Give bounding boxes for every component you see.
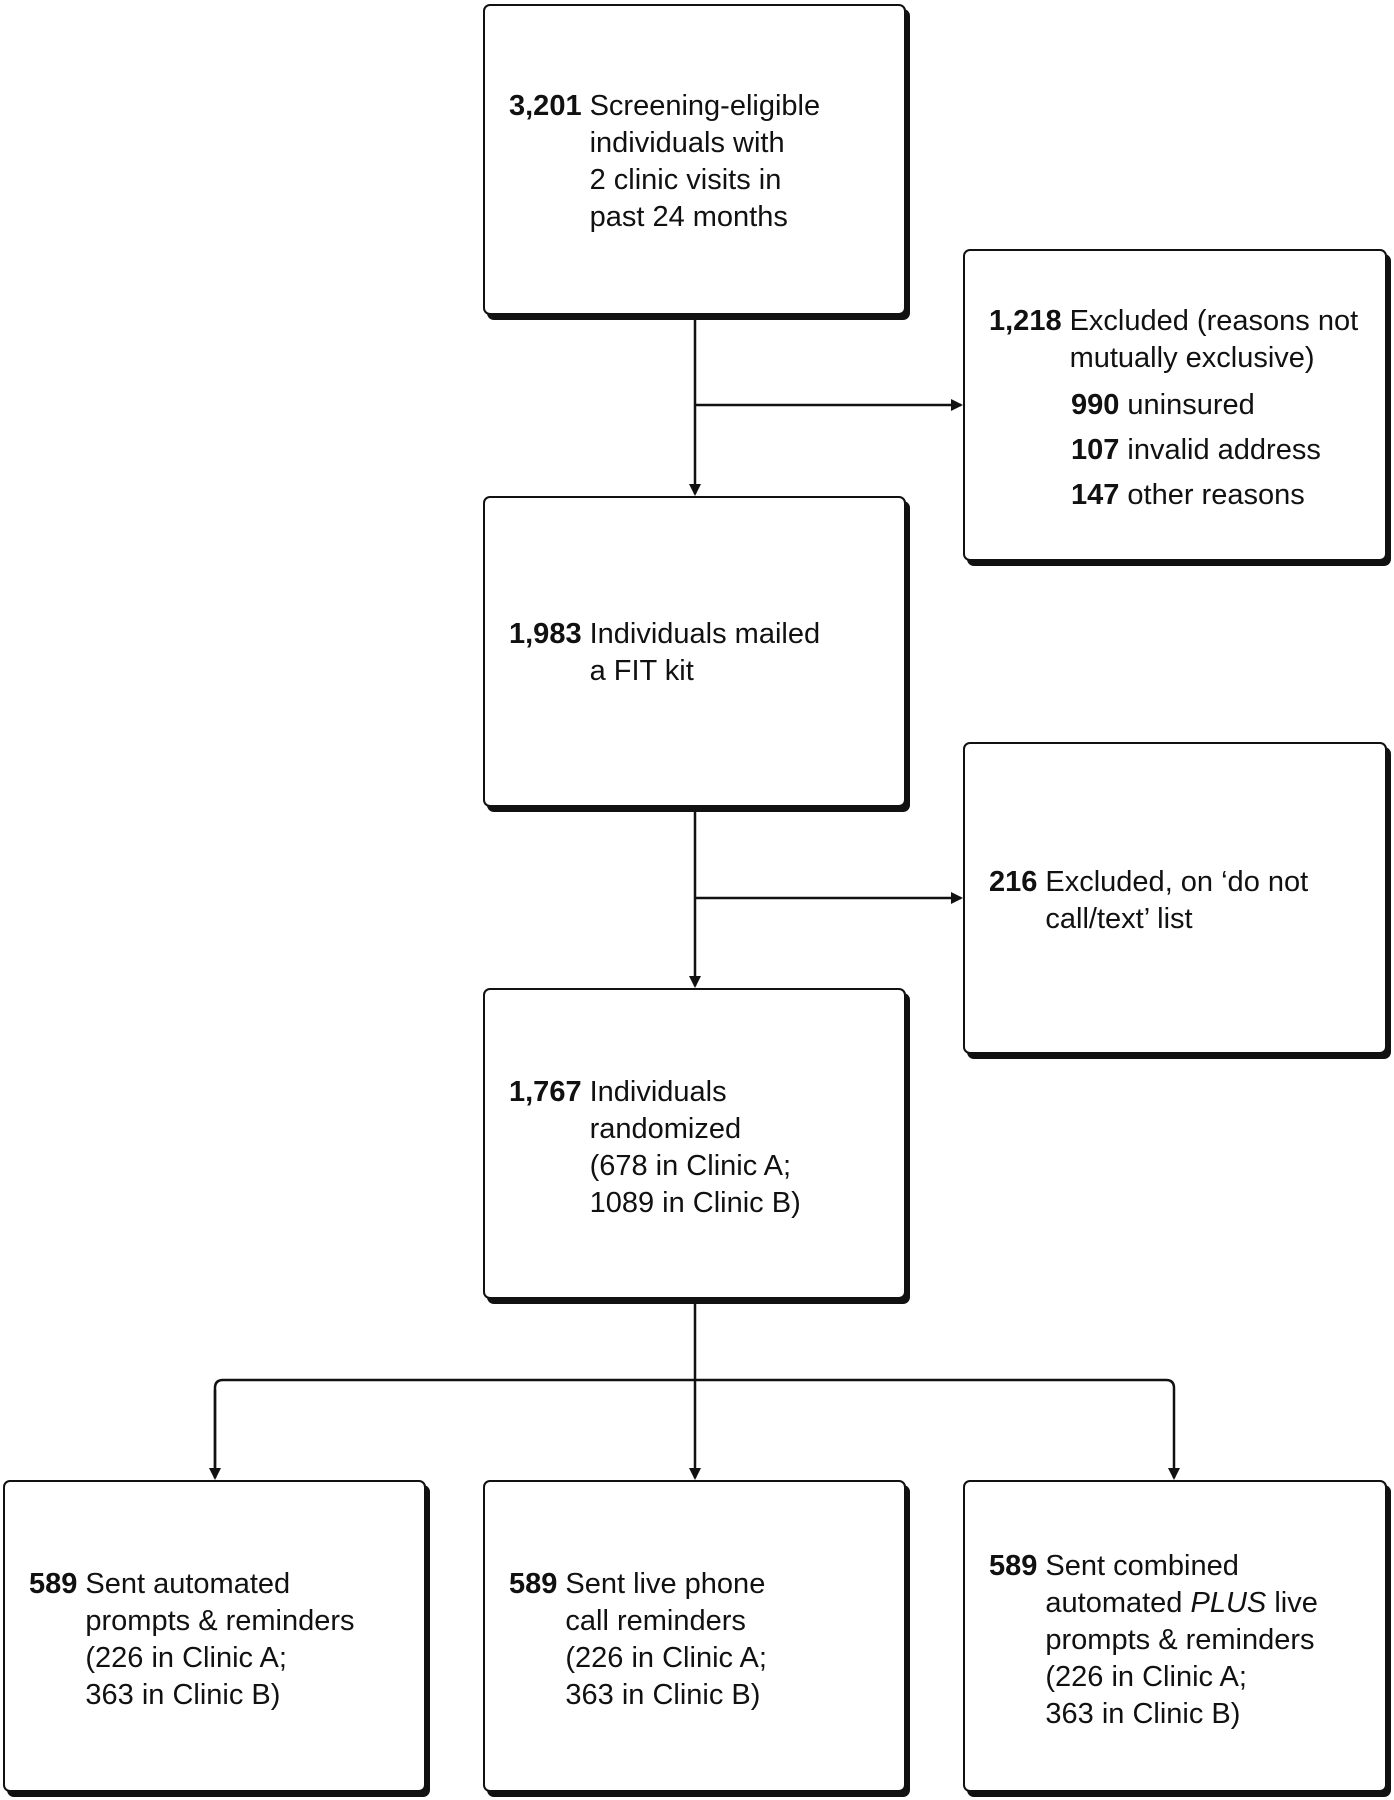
excluded1-count: 1,218 [989, 305, 1062, 337]
mailed-line-1: Individuals mailed [589, 618, 821, 650]
randomized-line-4: 1089 in Clinic B) [589, 1187, 801, 1219]
excluded2-count: 216 [989, 866, 1038, 898]
reason-count: 147 [1071, 479, 1120, 511]
excluded2-line-2: call/text’ list [1045, 903, 1193, 935]
randomized-count: 1,767 [509, 1076, 582, 1108]
box-arm-automated: 589 Sent automated prompts & reminders (… [3, 1480, 426, 1792]
box-mailed: 1,983 Individuals mailed a FIT kit [483, 496, 906, 807]
reason-count: 990 [1071, 389, 1120, 421]
arm-combined-line-5: 363 in Clinic B) [1045, 1698, 1241, 1730]
box-arm-combined: 589 Sent combined automated PLUS live pr… [963, 1480, 1387, 1792]
reason-label: uninsured [1127, 389, 1255, 421]
eligible-count: 3,201 [509, 90, 582, 122]
excluded2-line-1: Excluded, on ‘do not [1045, 866, 1309, 898]
arm-combined-line-2-post: live [1266, 1587, 1318, 1619]
box-arm-live: 589 Sent live phone call reminders (226 … [483, 1480, 906, 1792]
arm-automated-line-4: 363 in Clinic B) [85, 1679, 281, 1711]
arm-combined-line-3: prompts & reminders [1045, 1624, 1315, 1656]
excluded1-line-2: mutually exclusive) [1069, 342, 1315, 374]
eligible-line-4: past 24 months [589, 201, 788, 233]
box-excluded-1: 1,218 Excluded (reasons not mutually exc… [963, 249, 1387, 561]
arm-combined-count: 589 [989, 1550, 1038, 1582]
arm-automated-count: 589 [29, 1568, 78, 1600]
box-eligible: 3,201 Screening-eligible individuals wit… [483, 4, 906, 315]
arm-live-line-2: call reminders [565, 1605, 746, 1637]
randomized-line-1: Individuals [589, 1076, 727, 1108]
arm-automated-line-1: Sent automated [85, 1568, 291, 1600]
arm-live-line-3: (226 in Clinic A; [565, 1642, 767, 1674]
excluded1-line-1: Excluded (reasons not [1069, 305, 1359, 337]
randomized-line-2: randomized [589, 1113, 742, 1145]
arm-live-count: 589 [509, 1568, 558, 1600]
eligible-line-1: Screening-eligible [589, 90, 821, 122]
reason-count: 107 [1071, 434, 1120, 466]
eligible-line-3: 2 clinic visits in [589, 164, 782, 196]
reason-label: other reasons [1127, 479, 1305, 511]
box-excluded-2: 216 Excluded, on ‘do not call/text’ list [963, 742, 1387, 1054]
eligible-line-2: individuals with [589, 127, 785, 159]
arm-combined-line-2: automated PLUS live [1045, 1585, 1317, 1622]
arm-automated-line-2: prompts & reminders [85, 1605, 355, 1637]
mailed-line-2: a FIT kit [589, 655, 694, 687]
randomized-line-3: (678 in Clinic A; [589, 1150, 792, 1182]
arm-live-line-1: Sent live phone [565, 1568, 766, 1600]
arm-combined-line-1: Sent combined [1045, 1550, 1239, 1582]
arm-combined-line-2-pre: automated [1045, 1587, 1191, 1619]
mailed-count: 1,983 [509, 618, 582, 650]
arm-combined-line-4: (226 in Clinic A; [1045, 1661, 1247, 1693]
arm-automated-line-3: (226 in Clinic A; [85, 1642, 287, 1674]
box-randomized: 1,767 Individuals randomized (678 in Cli… [483, 988, 906, 1299]
arm-live-line-4: 363 in Clinic B) [565, 1679, 761, 1711]
arm-combined-plus: PLUS [1190, 1587, 1267, 1619]
reason-label: invalid address [1127, 434, 1321, 466]
